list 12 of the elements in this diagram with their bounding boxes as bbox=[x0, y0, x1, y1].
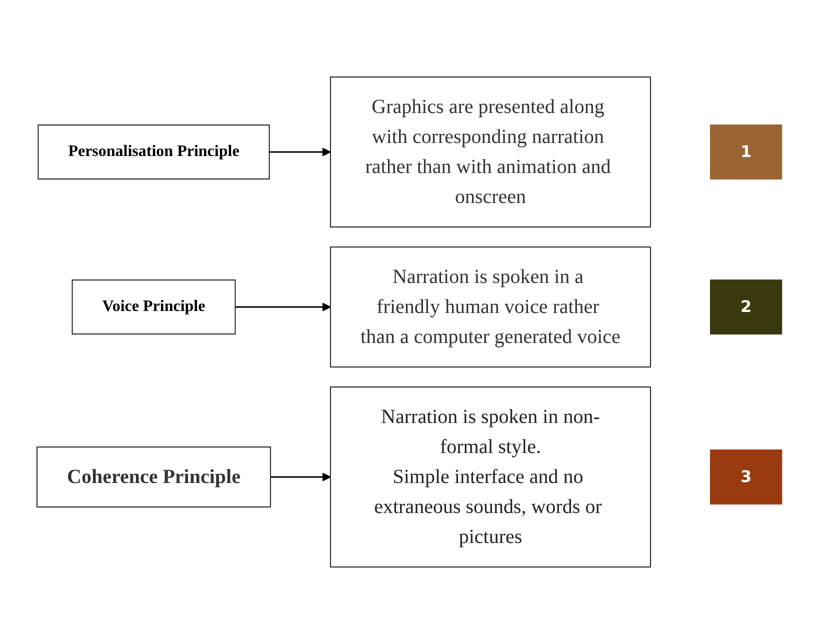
node-box: Coherence Principle bbox=[36, 446, 271, 508]
node-box: Graphics are presented along with corresponding narration rather than with animation and onscreen bbox=[330, 76, 651, 228]
arrow bbox=[234, 302, 331, 312]
node-box: 3 bbox=[710, 450, 782, 504]
node-box: Narration is spoken in a friendly human voice rather than a computer generated voice bbox=[330, 246, 651, 368]
node-box: 2 bbox=[710, 280, 782, 334]
arrow bbox=[270, 472, 331, 482]
node-box: Personalisation Principle bbox=[37, 124, 270, 180]
node-box: Narration is spoken in non-formal style. Simple interface and no extraneous sounds, words or pictures bbox=[330, 386, 651, 568]
arrow bbox=[268, 148, 331, 156]
node-box: Voice Principle bbox=[71, 280, 236, 334]
node-box: 1 bbox=[710, 124, 782, 180]
